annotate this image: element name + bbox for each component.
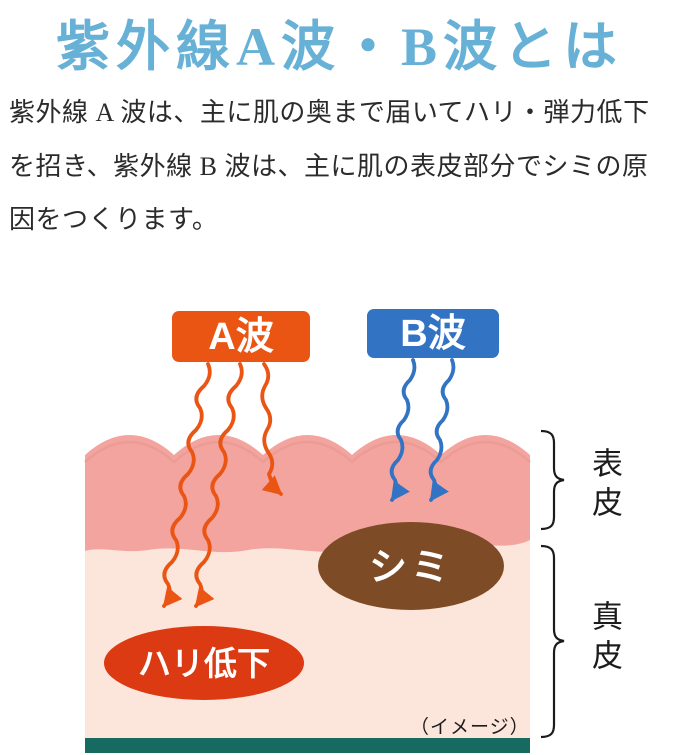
image-caption: （イメージ） <box>410 717 530 738</box>
epidermis-label: 表皮 <box>587 447 622 525</box>
uva-ray-short <box>260 362 283 496</box>
uva-box <box>172 311 310 362</box>
skin-base-strip <box>85 738 530 753</box>
uva-ray-deep-1 <box>162 362 212 608</box>
body-text: 紫外線 A 波は、主に肌の奥まで届いてハリ・弾力低下を招き、紫外線 B 波は、主… <box>9 98 650 235</box>
spot-label: シミ <box>369 547 453 589</box>
uvb-ray-2 <box>428 358 456 502</box>
uvb-ray-1 <box>389 358 417 502</box>
page-title: 紫外線A波・B波とは <box>55 17 623 77</box>
dermis-bracket <box>540 544 565 739</box>
uva-ray-deep-2 <box>194 362 244 608</box>
epidermis-shade-line <box>84 440 531 464</box>
uva-box-label: A波 <box>208 316 273 358</box>
firmness-ellipse <box>104 626 304 700</box>
dermis-label: 真皮 <box>587 600 622 678</box>
uvb-box-label: B波 <box>400 313 465 355</box>
epidermis-bracket <box>540 429 565 531</box>
spot-ellipse <box>318 522 504 610</box>
uvb-box <box>367 309 499 358</box>
firmness-label: ハリ低下 <box>138 645 270 682</box>
